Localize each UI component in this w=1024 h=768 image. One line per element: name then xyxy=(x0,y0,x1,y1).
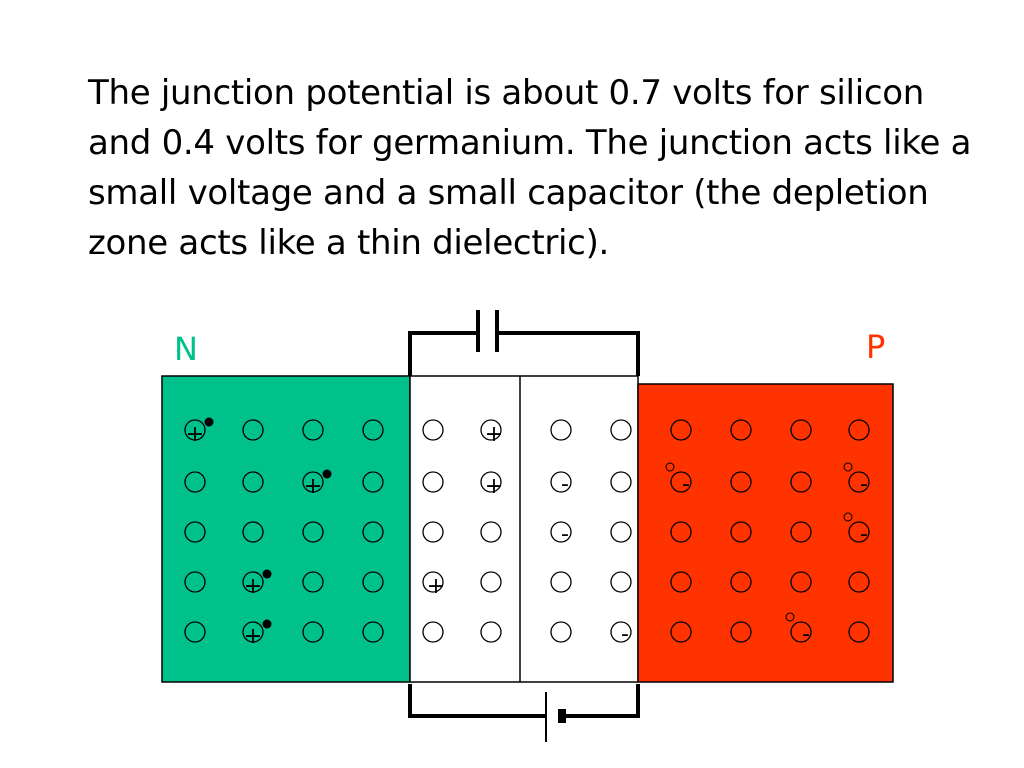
atom-circle xyxy=(550,521,572,543)
atom-circle xyxy=(422,521,444,543)
atom-circle xyxy=(610,471,632,493)
atom-circle xyxy=(848,521,870,543)
atom-circle xyxy=(730,471,752,493)
atom-circle xyxy=(184,419,206,441)
atom-circle xyxy=(848,471,870,493)
atom-circle xyxy=(550,471,572,493)
atom-circle xyxy=(422,419,444,441)
atom-circle xyxy=(422,571,444,593)
atom-circle xyxy=(184,621,206,643)
atom-circle xyxy=(302,471,324,493)
acceptor-ion-minus: - xyxy=(621,622,629,647)
atom-lattice: + + + + - - - - - + + + - - xyxy=(184,417,870,649)
atom-circle xyxy=(730,621,752,643)
atom-circle xyxy=(362,571,384,593)
atom-circle xyxy=(302,521,324,543)
donor-ion-plus: + xyxy=(485,474,503,499)
atom-circle xyxy=(550,571,572,593)
free-electron-dot xyxy=(262,619,272,629)
atom-circle xyxy=(480,419,502,441)
atom-circle xyxy=(480,521,502,543)
atom-circle xyxy=(242,521,264,543)
hole-circle xyxy=(843,462,853,472)
free-electron-dot xyxy=(322,469,332,479)
atom-circle xyxy=(670,471,692,493)
atom-circle xyxy=(550,419,572,441)
acceptor-ion-minus: - xyxy=(561,522,569,547)
atom-circle xyxy=(550,621,572,643)
atom-circle xyxy=(480,571,502,593)
atom-circle xyxy=(422,621,444,643)
donor-ion-plus: + xyxy=(186,422,204,447)
atom-circle xyxy=(242,571,264,593)
donor-ion-plus: + xyxy=(244,574,262,599)
atom-circle xyxy=(362,621,384,643)
atom-circle xyxy=(242,621,264,643)
atom-circle xyxy=(670,621,692,643)
atom-circle xyxy=(670,419,692,441)
atom-circle xyxy=(302,621,324,643)
atom-circle xyxy=(730,571,752,593)
atom-circle xyxy=(790,571,812,593)
acceptor-ion-minus: - xyxy=(860,522,868,547)
n-region-label: N xyxy=(174,330,198,368)
caption-text: The junction potential is about 0.7 volt… xyxy=(88,73,972,263)
atom-circle xyxy=(730,521,752,543)
atom-circle xyxy=(790,621,812,643)
acceptor-ion-minus: - xyxy=(802,622,810,647)
donor-ion-plus: + xyxy=(244,624,262,649)
atom-circle xyxy=(610,521,632,543)
atom-circle xyxy=(610,621,632,643)
atom-circle xyxy=(730,419,752,441)
atom-circle xyxy=(362,471,384,493)
hole-circle xyxy=(785,612,795,622)
atom-circle xyxy=(184,521,206,543)
atom-circle xyxy=(480,621,502,643)
atom-circle xyxy=(610,419,632,441)
donor-ion-plus: + xyxy=(427,574,445,599)
atom-circle xyxy=(422,471,444,493)
acceptor-ion-minus: - xyxy=(682,472,690,497)
hole-circle xyxy=(665,462,675,472)
n-region xyxy=(161,375,411,683)
p-region xyxy=(637,383,894,683)
free-electron-dot xyxy=(262,569,272,579)
atom-circle xyxy=(242,471,264,493)
atom-circle xyxy=(848,419,870,441)
donor-ion-plus: + xyxy=(485,422,503,447)
hole-circle xyxy=(843,512,853,522)
atom-circle xyxy=(670,521,692,543)
atom-circle xyxy=(242,419,264,441)
atom-circle xyxy=(670,571,692,593)
capacitor-icon xyxy=(408,310,640,376)
depletion-zone xyxy=(409,375,639,683)
free-electron-dot xyxy=(204,417,214,427)
atom-circle xyxy=(848,571,870,593)
p-region-label: P xyxy=(866,328,885,366)
atom-circle xyxy=(790,471,812,493)
donor-ion-plus: + xyxy=(304,474,322,499)
atom-circle xyxy=(610,571,632,593)
atom-circle xyxy=(302,571,324,593)
atom-circle xyxy=(848,621,870,643)
atom-circle xyxy=(362,419,384,441)
atom-circle xyxy=(790,419,812,441)
atom-circle xyxy=(480,471,502,493)
battery-icon xyxy=(408,684,640,742)
atom-circle xyxy=(790,521,812,543)
atom-circle xyxy=(302,419,324,441)
atom-circle xyxy=(184,471,206,493)
atom-circle xyxy=(184,571,206,593)
atom-circle xyxy=(362,521,384,543)
acceptor-ion-minus: - xyxy=(860,472,868,497)
acceptor-ion-minus: - xyxy=(561,472,569,497)
